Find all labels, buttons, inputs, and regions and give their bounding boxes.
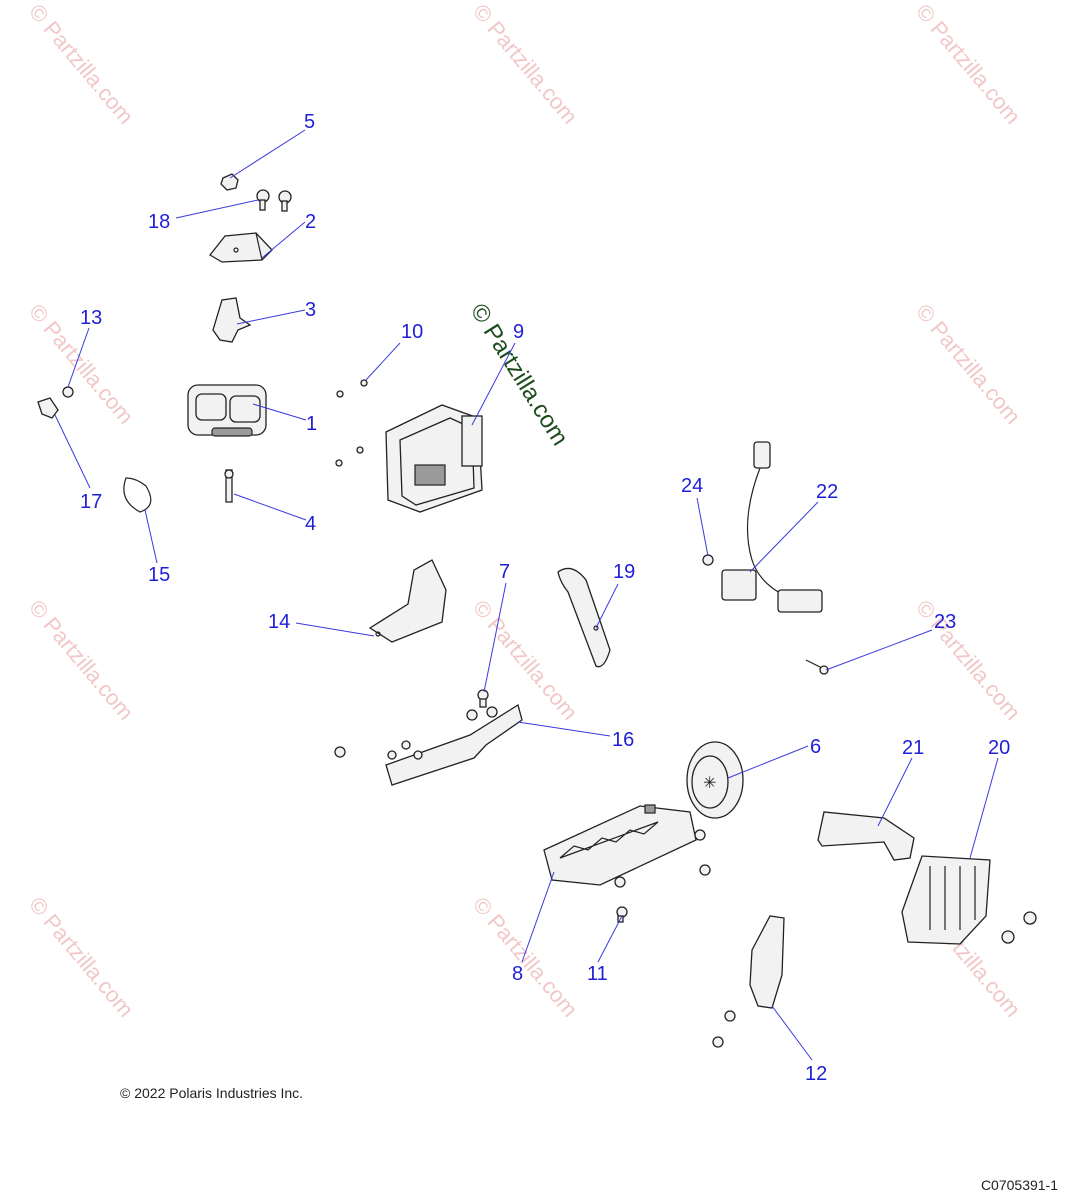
leader-line-9 bbox=[471, 342, 516, 426]
part-12-bracket bbox=[712, 915, 785, 1048]
part-21-bracket bbox=[817, 811, 915, 861]
leader-line-17 bbox=[54, 414, 91, 489]
leader-line-22 bbox=[749, 501, 819, 573]
part-6-pulley: ✳ bbox=[686, 741, 744, 819]
leader-line-18 bbox=[175, 199, 259, 219]
part-19-strap bbox=[557, 567, 611, 668]
callout-11: 11 bbox=[587, 963, 608, 985]
callout-2: 2 bbox=[305, 211, 316, 233]
part-15-cable-tie bbox=[123, 477, 152, 513]
leader-line-4 bbox=[233, 493, 307, 521]
part-10-screws bbox=[335, 379, 368, 467]
leader-line-20 bbox=[969, 757, 999, 859]
callout-8: 8 bbox=[512, 963, 523, 985]
callout-20: 20 bbox=[988, 737, 1010, 759]
watermark: © Partzilla.com bbox=[24, 595, 138, 725]
leader-line-10 bbox=[365, 342, 401, 381]
leader-line-21 bbox=[877, 757, 913, 827]
part-13-nut bbox=[62, 386, 74, 398]
part-7-bolt bbox=[477, 689, 489, 708]
callout-labels: 5 18 2 3 1 4 13 17 15 10 9 14 7 19 16 6 … bbox=[80, 111, 1010, 1085]
callout-5: 5 bbox=[304, 111, 315, 133]
part-17-clamp bbox=[37, 397, 59, 419]
watermark: © Partzilla.com bbox=[24, 0, 138, 129]
leader-lines bbox=[54, 129, 999, 1061]
callout-1: 1 bbox=[306, 413, 317, 435]
part-14-bracket bbox=[368, 559, 447, 643]
callout-22: 22 bbox=[816, 481, 838, 503]
leader-line-24 bbox=[696, 497, 709, 557]
callout-15: 15 bbox=[148, 564, 170, 586]
part-11-screw bbox=[616, 906, 628, 923]
leader-line-11 bbox=[597, 915, 623, 963]
callout-16: 16 bbox=[612, 729, 634, 751]
part-8-fuse-block bbox=[543, 804, 711, 888]
part-23-bolt bbox=[805, 659, 829, 675]
callout-19: 19 bbox=[613, 561, 635, 583]
callout-18: 18 bbox=[148, 211, 170, 233]
part-5-nut bbox=[220, 173, 239, 191]
diagram-code: C0705391-1 bbox=[980, 1177, 1058, 1193]
leader-line-13 bbox=[67, 327, 90, 388]
callout-9: 9 bbox=[513, 321, 524, 343]
part-20-regulator bbox=[901, 855, 1037, 945]
callout-7: 7 bbox=[499, 561, 510, 583]
watermark-layer: © Partzilla.com © Partzilla.com © Partzi… bbox=[24, 0, 1025, 1022]
leader-line-7 bbox=[483, 582, 507, 693]
part-16-harness-bracket bbox=[334, 703, 523, 786]
callout-3: 3 bbox=[305, 299, 316, 321]
copyright-text: © 2022 Polaris Industries Inc. bbox=[120, 1085, 304, 1101]
callout-10: 10 bbox=[401, 321, 423, 343]
leader-line-6 bbox=[727, 745, 809, 779]
callout-17: 17 bbox=[80, 491, 102, 513]
callout-24: 24 bbox=[681, 475, 703, 497]
callout-4: 4 bbox=[305, 513, 316, 535]
watermark: © Partzilla.com bbox=[468, 0, 582, 129]
part-3-clip bbox=[212, 297, 252, 343]
watermark: © Partzilla.com bbox=[911, 0, 1025, 129]
svg-text:✳: ✳ bbox=[703, 773, 716, 792]
callout-14: 14 bbox=[268, 611, 290, 633]
leader-line-5 bbox=[229, 129, 306, 179]
callout-21: 21 bbox=[902, 737, 924, 759]
part-22-harness bbox=[721, 441, 823, 613]
watermark: © Partzilla.com bbox=[468, 892, 582, 1022]
part-18-bolts bbox=[256, 189, 292, 212]
leader-line-2 bbox=[261, 221, 306, 259]
leader-line-8 bbox=[521, 871, 555, 963]
part-24-nut bbox=[702, 554, 714, 566]
leader-line-3 bbox=[236, 309, 306, 325]
leader-line-1 bbox=[252, 403, 307, 421]
part-1-coil bbox=[187, 384, 267, 437]
part-9-ecu bbox=[385, 404, 483, 513]
leader-line-14 bbox=[295, 622, 375, 637]
callout-13: 13 bbox=[80, 307, 102, 329]
watermark: © Partzilla.com bbox=[911, 595, 1025, 725]
leader-line-19 bbox=[595, 583, 619, 629]
watermark: © Partzilla.com bbox=[911, 299, 1025, 429]
leader-line-23 bbox=[825, 629, 933, 671]
callout-12: 12 bbox=[805, 1063, 827, 1085]
watermark: © Partzilla.com bbox=[24, 892, 138, 1022]
leader-line-15 bbox=[144, 509, 158, 564]
callout-6: 6 bbox=[810, 736, 821, 758]
callout-23: 23 bbox=[934, 611, 956, 633]
parts-layer: ✳ bbox=[37, 173, 1037, 1048]
leader-line-16 bbox=[517, 721, 611, 737]
leader-line-12 bbox=[771, 1005, 813, 1061]
part-4-bolt bbox=[224, 469, 234, 503]
